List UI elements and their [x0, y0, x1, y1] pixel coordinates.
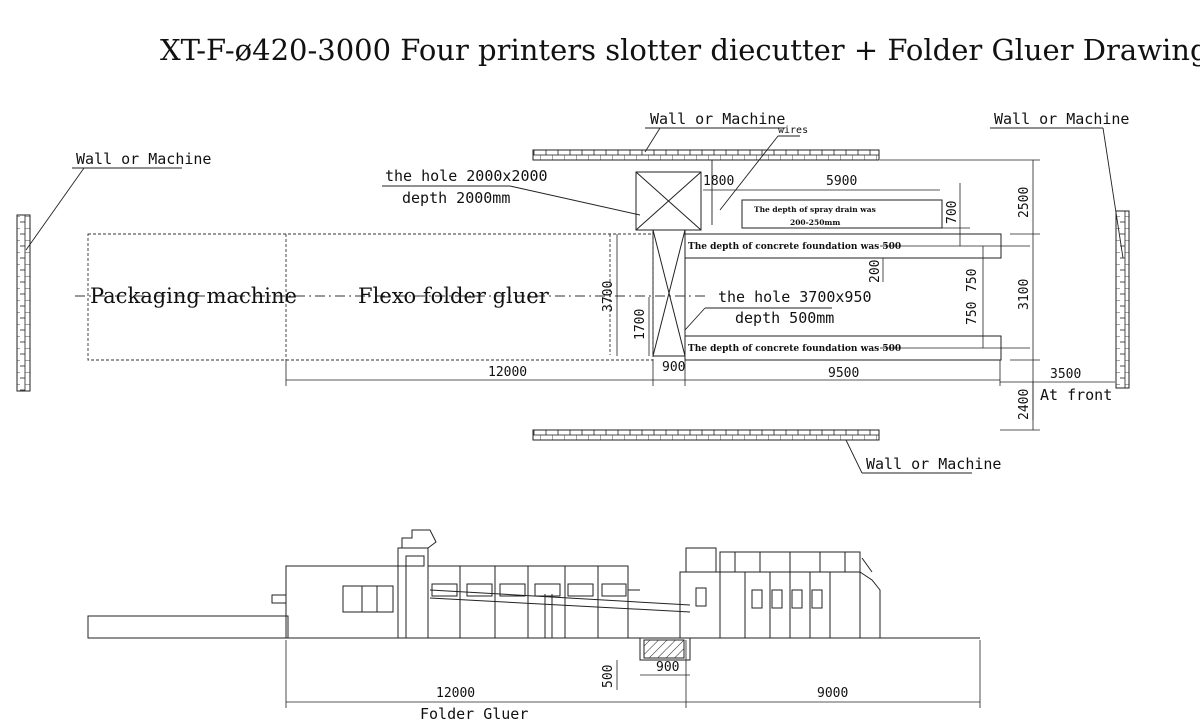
- dim-1700: 1700: [633, 309, 648, 340]
- spray-drain: [741, 199, 943, 229]
- spray-drain-label-1: The depth of spray drain was: [754, 205, 876, 214]
- dim-200: 200: [868, 260, 883, 283]
- small-hole: [652, 229, 686, 357]
- packaging-machine-label: Packaging machine: [90, 284, 297, 308]
- dimension-lines-top: [285, 159, 1115, 431]
- dim-3100: 3100: [1017, 279, 1032, 310]
- wall-right: [1115, 210, 1130, 389]
- dim-1800: 1800: [703, 174, 734, 189]
- dim-9000: 9000: [817, 686, 848, 701]
- flexo-folder-gluer-label: Flexo folder gluer: [358, 284, 550, 308]
- machine-outline: [75, 233, 705, 361]
- dimension-lines-bottom: [285, 640, 981, 708]
- wall-top: [532, 149, 880, 161]
- wall-right-label: Wall or Machine: [994, 110, 1129, 128]
- wires-label: wires: [778, 125, 808, 136]
- elevation-view: [87, 529, 980, 661]
- big-hole-leader: [382, 185, 641, 216]
- foundation-bottom-label: The depth of concrete foundation was 500: [688, 344, 901, 354]
- dim-2500: 2500: [1017, 187, 1032, 218]
- big-hole: [635, 171, 702, 231]
- dim-900b: 900: [656, 660, 679, 675]
- wall-top-label-group: [25, 127, 1124, 474]
- wall-top-label: Wall or Machine: [650, 110, 785, 128]
- folder-gluer-label: Folder Gluer: [420, 705, 528, 723]
- drawing-title: XT-F-ø420-3000 Four printers slotter die…: [160, 33, 1200, 67]
- foundation-top-label: The depth of concrete foundation was 500: [688, 242, 901, 252]
- small-hole-label-1: the hole 3700x950: [718, 288, 872, 306]
- dim-9500: 9500: [828, 366, 859, 381]
- dim-700: 700: [945, 201, 960, 224]
- spray-drain-label-2: 200-250mm: [790, 218, 840, 227]
- dim-3700: 3700: [601, 281, 616, 312]
- big-hole-label-1: the hole 2000x2000: [385, 167, 548, 185]
- dim-3500: 3500: [1050, 367, 1081, 382]
- foundation-arrows: [880, 245, 1030, 349]
- wall-left: [16, 214, 31, 392]
- wall-bottom: [532, 429, 880, 441]
- wires-leader: [711, 135, 800, 225]
- big-hole-label-2: depth 2000mm: [402, 189, 510, 207]
- dim-12000b: 12000: [436, 686, 475, 701]
- dim-5900: 5900: [826, 174, 857, 189]
- dim-12000a: 12000: [488, 365, 527, 380]
- small-hole-label-2: depth 500mm: [735, 309, 834, 327]
- dim-750a: 750: [965, 269, 980, 292]
- dim-2400: 2400: [1017, 389, 1032, 420]
- dim-900a: 900: [662, 360, 685, 375]
- small-hole-leader: [684, 307, 832, 331]
- wall-bottom-label: Wall or Machine: [866, 455, 1001, 473]
- at-front-label: At front: [1040, 386, 1112, 404]
- wall-left-label: Wall or Machine: [76, 150, 211, 168]
- dim-750b: 750: [965, 302, 980, 325]
- dim-500: 500: [601, 665, 616, 688]
